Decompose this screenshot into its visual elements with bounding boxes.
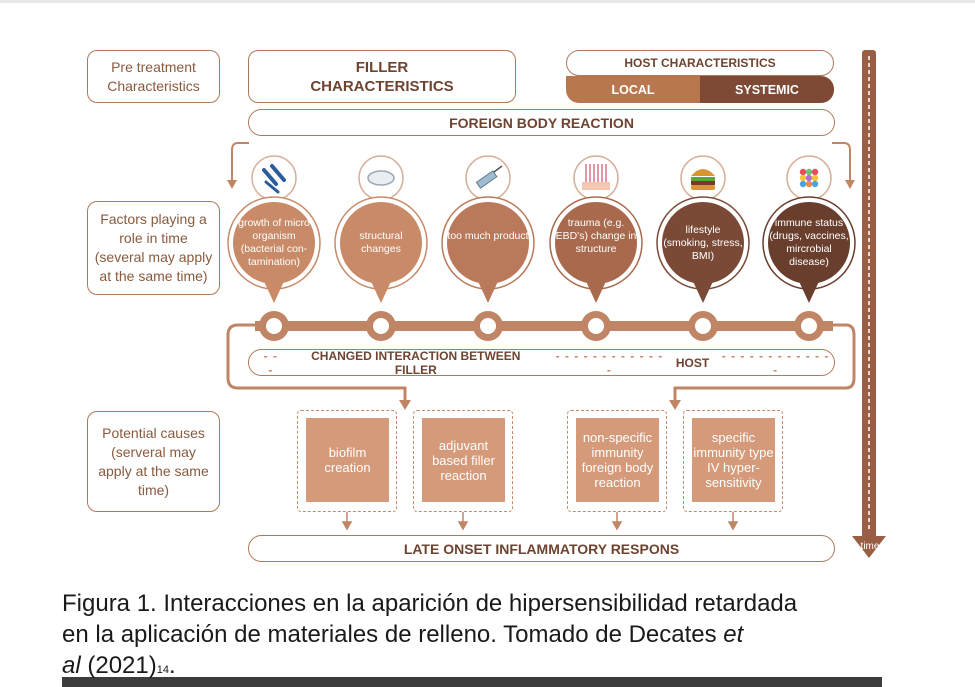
- factor-text-2: structural changes: [359, 230, 403, 255]
- dashes-left: - - -: [263, 348, 278, 377]
- factor-circle: [555, 202, 637, 284]
- icon-circle: [251, 155, 297, 201]
- pre-treatment-label: Pre treatment Characteristics: [87, 50, 220, 103]
- timeline-node-center: [480, 318, 496, 334]
- caption-ref: 14: [156, 664, 169, 676]
- factor-text-4: trauma (e.g. EBD's) change in structure: [555, 217, 637, 255]
- figure-caption: Figura 1. Interacciones en la aparición …: [62, 588, 942, 686]
- factor-text-6: immune status (drugs, vaccines, mircrobi…: [769, 217, 849, 268]
- factor-circle: [340, 202, 422, 284]
- changed-interaction-host: HOST: [675, 355, 710, 370]
- changed-interaction-filler: CHANGED INTERACTION BETWEEN FILLER: [311, 348, 521, 377]
- cause-biofilm: biofilm creation: [306, 418, 389, 502]
- late-onset-box: LATE ONSET INFLAMMATORY RESPONS: [248, 535, 835, 562]
- cause-frame-3: [567, 410, 667, 512]
- timeline-node-center: [373, 318, 389, 334]
- foreign-body-reaction-box: FOREIGN BODY REACTION: [248, 109, 835, 136]
- timeline-node-center: [695, 318, 711, 334]
- caption-end: .: [168, 652, 176, 679]
- factor-text-3: too much product: [447, 230, 529, 242]
- caption-line2: en la aplicación de materiales de rellen…: [62, 621, 724, 648]
- factor-circle: [447, 202, 529, 284]
- cause-frame-2: [413, 410, 513, 512]
- changed-interaction-box: - - - CHANGED INTERACTION BETWEEN FILLER…: [248, 348, 835, 377]
- local-box: LOCAL: [566, 76, 700, 103]
- cause-adjuvant: adjuvant based filler reaction: [422, 418, 505, 502]
- factor-text-1: growth of micro organism (bacterial con-…: [238, 217, 310, 268]
- factor-circle: [233, 202, 315, 284]
- systemic-box: SYSTEMIC: [700, 76, 834, 103]
- potential-causes-label: Potential causes (serveral may apply at …: [87, 411, 220, 512]
- host-characteristics-box: HOST CHARACTERISTICS: [566, 50, 834, 76]
- top-border: [0, 0, 975, 3]
- cropped-text-line: [62, 675, 882, 687]
- timeline-node-center: [801, 318, 817, 334]
- cause-specific: specific immunity type IV hyper-sensitiv…: [692, 418, 775, 502]
- factor-text-5: lifestyle (smoking, stress, BMI): [663, 223, 743, 262]
- cause-frame-1: [297, 410, 397, 512]
- factors-label: Factors playing a role in time (several …: [87, 201, 220, 295]
- factor-circle: [662, 202, 744, 284]
- timeline-node-center: [266, 318, 282, 334]
- cause-frame-4: [683, 410, 783, 512]
- caption-al: al: [62, 652, 81, 679]
- timeline-node-center: [588, 318, 604, 334]
- factor-circle: [768, 202, 850, 284]
- icon-circle: [573, 155, 619, 201]
- diagram-connectors: [226, 50, 886, 558]
- dashes-middle: - - - - - - - - - - - - -: [555, 348, 664, 377]
- caption-et: et: [723, 621, 744, 648]
- cause-non-specific: non-specific immunity foreign body react…: [576, 418, 659, 502]
- time-label: time: [860, 541, 880, 552]
- caption-line1: Figura 1. Interacciones en la aparición …: [62, 590, 798, 617]
- filler-characteristics-box: FILLER CHARACTERISTICS: [248, 50, 516, 103]
- caption-year: (2021): [80, 652, 157, 679]
- dashes-right: - - - - - - - - - - - - -: [721, 348, 830, 377]
